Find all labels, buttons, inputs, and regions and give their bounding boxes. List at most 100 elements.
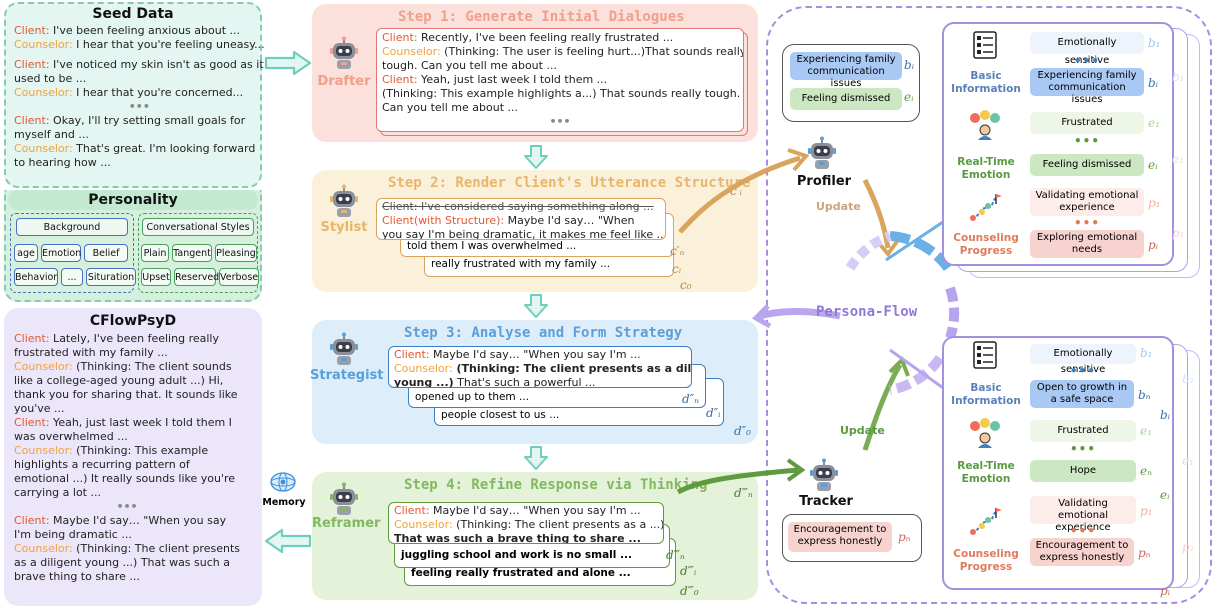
d3-0-symbol: d‴₀ (680, 584, 699, 598)
reframer-robot-icon (330, 482, 358, 515)
utterance-text: tough. Can you tell me about ... (382, 59, 557, 72)
top-progress-icon (970, 194, 1002, 221)
c-prime-i-symbol: c′ᵢ (730, 184, 742, 198)
top-basic-info-icon (973, 31, 997, 59)
dialogue-line: Counselor: (Thinking: The client present… (14, 542, 240, 556)
dialogue-line: was overwhelmed ... (14, 430, 240, 444)
step2-card-1: Client: I've considered saying something… (376, 198, 666, 240)
dialogue-line: myself and ... (14, 128, 265, 142)
top-p2-pill: Exploring emotional needs (1030, 230, 1144, 258)
step3-line-3: young ...) That's such a powerful ... (394, 376, 596, 388)
bottom-pn-sym: pₙ (1138, 546, 1151, 560)
dialogue-line: Counselor: (Thinking: The client sounds (14, 360, 240, 374)
bottom-b1-sym: b₁ (1140, 346, 1153, 360)
step4-line-1: Client: Maybe I'd say… "When you say I'm… (394, 504, 641, 517)
dialogue-line: like a college-aged young adult ...) Hi, (14, 374, 240, 388)
dialogue-line: Client: I've noticed my skin isn't as go… (14, 58, 265, 72)
d3-i-symbol: d‴ᵢ (680, 564, 697, 578)
profiler-pill-basic: Experiencing family communication issues (790, 52, 902, 89)
step3-line-1: Client: Maybe I'd say… "When you say I'm… (394, 348, 641, 361)
utterance-text: I've considered saying something along l… (418, 129, 683, 131)
utterance-text: highlights a recurring pattern of (14, 458, 190, 471)
top-emotion-icon (970, 110, 1000, 140)
dialogue-line: brave thing to share ... (14, 570, 240, 584)
bottom-basic-label: Basic Information (951, 382, 1021, 407)
bottom-bn-sym: bₙ (1138, 388, 1151, 402)
speaker-label: Client: (14, 332, 50, 345)
dialogue-line: Counselor: (Thinking: This example (14, 444, 240, 458)
utterance-text: I'm being dramatic ... (14, 528, 132, 541)
personality-tag: Verbose (219, 268, 259, 286)
dialogue-line: Client: I've been feeling anxious about … (14, 24, 265, 38)
step4-title: Step 4: Refine Response via Thinking (404, 477, 708, 493)
tracker-update: Update (840, 424, 885, 437)
bottom-emotion-label: Real-Time Emotion (957, 460, 1015, 485)
bottom-back-bi: bᵢ (1160, 408, 1171, 422)
step3-line-2: Counselor: (Thinking: The client present… (394, 362, 692, 375)
utterance-text: Maybe I'd say… "When you say (49, 514, 227, 527)
top-pi-sym: pᵢ (1148, 238, 1159, 252)
dialogue-line: highlights a recurring pattern of (14, 458, 240, 472)
speaker-label: Counselor: (14, 360, 73, 373)
step1-to-step2-arrow (524, 145, 548, 169)
seed-data-title: Seed Data (92, 6, 174, 22)
cflowpsyd-title: CFlowPsyD (89, 313, 177, 329)
d2-i-symbol: d″ᵢ (706, 406, 721, 420)
speaker-label: Counselor: (14, 542, 73, 555)
memory-icon (270, 472, 296, 492)
dialogue-line: Client: I've considered saying something… (382, 129, 738, 131)
d2-n-symbol: d″ₙ (682, 392, 700, 406)
speaker-label: Client: (14, 514, 50, 527)
top-panel (942, 22, 1174, 266)
personality-tag: Behavior (14, 268, 58, 286)
dialogue-line: Client: Lately, I've been feeling really (14, 332, 240, 346)
personality-tag: age (14, 244, 38, 262)
tracker-robot-icon (810, 458, 838, 491)
tracker-p-n: pₙ (898, 530, 911, 544)
bottom-b-dots: ••• (1069, 364, 1096, 378)
utterance-text: (Thinking: The client presents (72, 542, 240, 555)
persona-flow-ring (845, 231, 960, 395)
drafter-robot-icon (330, 36, 358, 69)
bottom-emotion-icon (970, 418, 1000, 448)
bottom-e1-pill: Frustrated (1030, 420, 1136, 442)
top-back-e1: e₁ (1172, 152, 1184, 166)
speaker-label: Client: (382, 129, 418, 131)
d2-0-symbol: d″₀ (734, 424, 751, 438)
top-b-dots: ••• (1073, 54, 1100, 68)
speaker-label: Client: (14, 58, 50, 71)
ellipsis-dots: ••• (549, 115, 571, 128)
utterance-text: like a college-aged young adult ...) Hi, (14, 374, 224, 387)
step4-line-3: That was such a brave thing to share ... (394, 532, 641, 544)
top-back-p1: p₁ (1172, 226, 1185, 240)
top-b1-pill: Emotionally sensitive (1030, 32, 1144, 66)
bottom-back-e1: e₁ (1182, 454, 1194, 468)
step2-structured-line-2: you say I'm being dramatic, it makes me … (382, 228, 666, 240)
speaker-label: Client: (14, 114, 50, 127)
stylist-robot-icon (330, 184, 358, 217)
utterance-text: Yeah, just last week I told them I (49, 416, 232, 429)
step2-struck-line: Client: I've considered saying something… (382, 200, 654, 213)
profiler-pill-emotion: Feeling dismissed (790, 88, 902, 110)
reframer-to-cflow-arrow (264, 528, 312, 554)
top-emotion-label: Real-Time Emotion (957, 156, 1015, 181)
step4-line-2: Counselor: (Thinking: The client present… (394, 518, 664, 531)
personality-tag: Belief (84, 244, 128, 262)
background-title: Background (16, 218, 128, 236)
utterance-text: (Thinking: This example (72, 444, 209, 457)
dialogue-line: tough. Can you tell me about ... (382, 59, 738, 73)
cflowpsyd-dialogue: Client: Lately, I've been feeling really… (14, 332, 240, 584)
bottom-e2-pill: Hope (1030, 460, 1136, 482)
utterance-text: Okay, I'll try setting small goals for (49, 114, 246, 127)
personality-tag: Situration (86, 268, 136, 286)
persona-flow-label: Persona-Flow (816, 304, 918, 320)
utterance-text: Yeah, just last week I told them ... (417, 73, 608, 86)
bottom-back-b1: b₁ (1182, 372, 1195, 386)
top-p-dots: ••• (1073, 216, 1100, 230)
step3-title: Step 3: Analyse and Form Strategy (404, 325, 683, 341)
bottom-progress-icon (970, 508, 1002, 535)
dialogue-line: Counselor: I hear that you're feeling un… (14, 38, 265, 52)
dialogue-line: Counselor: (Thinking: The user is feelin… (382, 45, 743, 59)
utterance-text: carrying a lot ... (14, 486, 101, 499)
top-p1-sym: p₁ (1148, 196, 1161, 210)
